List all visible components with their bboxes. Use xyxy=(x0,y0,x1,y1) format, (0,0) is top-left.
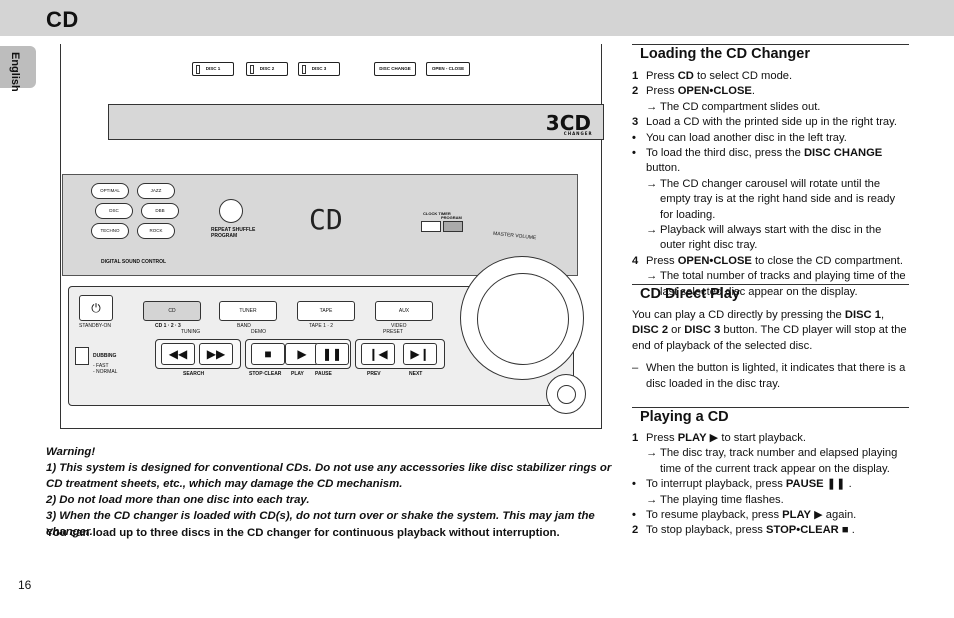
warning-item-2: 2) Do not load more than one disc into e… xyxy=(46,494,310,506)
disc1-button: DISC 1 xyxy=(192,62,234,76)
warning-item-1: 1) This system is designed for conventio… xyxy=(46,462,612,490)
playing-step-1-result: →The disc tray, track number and elapsed… xyxy=(646,447,898,475)
stop-icon: ■ xyxy=(841,524,849,537)
playing-bullet-resume: •To resume playback, press PLAY ▶ again. xyxy=(632,509,857,522)
aux-source-button: AUX xyxy=(375,301,433,321)
optimal-button: OPTIMAL xyxy=(91,183,129,199)
stop-clear-label: STOP·CLEAR xyxy=(249,371,282,377)
disc-change-button: DISC CHANGE xyxy=(374,62,416,76)
page-number: 16 xyxy=(18,578,32,592)
play-icon: ▶ xyxy=(814,509,823,522)
direct-play-note: –When the button is lighted, it indicate… xyxy=(632,362,906,390)
open-close-button: OPEN - CLOSE xyxy=(426,62,470,76)
techno-button: TECHNO xyxy=(91,223,129,239)
capacity-note: You can load up to three discs in the CD… xyxy=(46,527,560,539)
play-label: PLAY xyxy=(291,371,304,377)
direct-play-title: CD Direct Play xyxy=(632,284,909,304)
master-volume-label: MASTER VOLUME xyxy=(492,230,537,242)
standby-power-icon: ⏻ xyxy=(79,295,113,321)
program-button xyxy=(443,221,463,232)
warning-item-3: 3) When the CD changer is loaded with CD… xyxy=(46,510,595,538)
play-icon: ▶ xyxy=(709,432,719,444)
direct-play-section: CD Direct Play You can play a CD directl… xyxy=(632,284,909,392)
dbb-button: DBB xyxy=(141,203,179,219)
next-icon: ▶❙ xyxy=(403,343,437,365)
header-bar: CD xyxy=(0,0,954,36)
disc3-button: DISC 3 xyxy=(298,62,340,76)
pause-icon: ❚❚ xyxy=(315,343,349,365)
rewind-icon: ◀◀ xyxy=(161,343,195,365)
play-icon: ▶ xyxy=(285,343,319,365)
dubbing-label: DUBBING xyxy=(93,353,117,359)
pause-icon: ❚❚ xyxy=(826,478,846,491)
rock-button: ROCK xyxy=(137,223,175,239)
stop-icon: ■ xyxy=(251,343,285,365)
playing-title: Playing a CD xyxy=(632,407,909,427)
direct-play-text: You can play a CD directly by pressing t… xyxy=(632,309,907,352)
dubbing-switch xyxy=(75,347,89,365)
cd-source-sub: CD 1 · 2 · 3 xyxy=(155,323,181,329)
tuner-source-button: TUNER xyxy=(219,301,277,321)
demo-label: DEMO xyxy=(251,329,266,335)
search-label: SEARCH xyxy=(183,371,205,377)
dub-speed-label: - FAST - NORMAL xyxy=(93,363,118,375)
language-tab: English xyxy=(0,46,36,92)
clock-button xyxy=(421,221,441,232)
prev-icon: ❙◀ xyxy=(361,343,395,365)
preset-label: PRESET xyxy=(383,329,404,335)
device-frame xyxy=(60,44,602,429)
repeat-shuffle-label: REPEAT SHUFFLE xyxy=(211,227,256,233)
cd-system-illustration: DISC 1 DISC 2 DISC 3 DISC CHANGE OPEN - … xyxy=(46,44,604,430)
page-title: CD xyxy=(46,7,79,32)
loading-bullet-1: •You can load another disc in the left t… xyxy=(632,131,847,144)
video-label: VIDEO xyxy=(391,323,407,329)
tuning-label: TUNING xyxy=(181,329,201,335)
next-label: NEXT xyxy=(409,371,423,377)
cd-source-button: CD xyxy=(143,301,201,321)
pause-label: PAUSE xyxy=(315,371,332,377)
disc2-button: DISC 2 xyxy=(246,62,288,76)
program-button-label: PROGRAM xyxy=(441,215,462,220)
loading-step-2-result: →The CD compartment slides out. xyxy=(646,100,821,113)
prev-label: PREV xyxy=(367,371,381,377)
dsc-button: DSC xyxy=(95,203,133,219)
program-label: PROGRAM xyxy=(211,233,238,239)
jazz-button: JAZZ xyxy=(137,183,175,199)
display-text: CD xyxy=(309,203,343,236)
disc-icon xyxy=(219,199,243,223)
loading-title: Loading the CD Changer xyxy=(632,44,909,64)
tape-source-button: TAPE xyxy=(297,301,355,321)
volume-knob xyxy=(460,256,584,380)
clock-timer-label: CLOCK TIMER xyxy=(423,211,451,216)
loading-arrow-a: →The CD changer carousel will rotate unt… xyxy=(646,177,896,221)
fast-forward-icon: ▶▶ xyxy=(199,343,233,365)
loading-arrow-b: →Playback will always start with the dis… xyxy=(646,224,882,252)
warning-block: Warning! 1) This system is designed for … xyxy=(46,444,626,540)
display-panel: OPTIMAL JAZZ DSC DBB TECHNO ROCK DIGITAL… xyxy=(62,174,578,276)
loading-step-4-result: →The total number of tracks and playing … xyxy=(646,270,906,298)
playing-bullet-pause: •To interrupt playback, press PAUSE ❚❚ . xyxy=(632,478,852,491)
standby-label: STANDBY-ON xyxy=(79,323,111,329)
band-label: BAND xyxy=(237,323,251,329)
tape-sub-label: TAPE 1 · 2 xyxy=(309,323,334,329)
language-label: English xyxy=(9,52,21,92)
warning-title: Warning! xyxy=(46,446,96,458)
loading-bullet-2: •To load the third disc, press the DISC … xyxy=(632,147,883,175)
headphone-jack xyxy=(546,374,586,414)
dsc-label: DIGITAL SOUND CONTROL xyxy=(101,259,167,265)
playing-pause-result: →The playing time flashes. xyxy=(646,493,784,506)
